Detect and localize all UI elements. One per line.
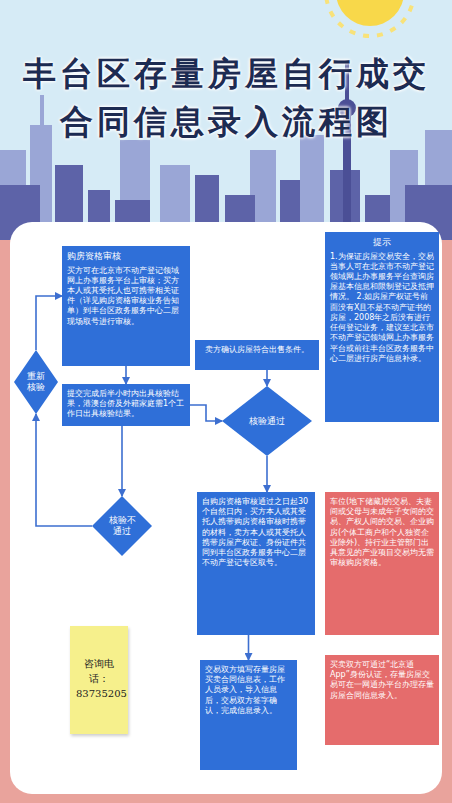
diamond-shape <box>14 350 58 414</box>
sky <box>0 0 452 250</box>
flow-arrow <box>125 366 127 384</box>
box-heading: 购房资格审核 <box>67 251 185 263</box>
decision-diamond: 核验不通过 <box>92 496 152 556</box>
box-heading: 提示 <box>330 237 434 249</box>
flow-arrow <box>248 635 250 660</box>
box-text: 重新核验 <box>26 371 46 392</box>
box-text: 1.为保证房屋交易安全，交易当事人可在北京市不动产登记领域网上办事服务平台查询房… <box>330 252 434 365</box>
process-box: 交易双方填写存量房屋买卖合同信息表，工作人员录入，导入信息后，交易双方签字确认，… <box>200 660 297 770</box>
box-text: 核验不通过 <box>108 515 136 536</box>
diamond-shape <box>222 386 312 456</box>
flow-arrow <box>190 405 222 421</box>
flow-arrow <box>36 296 62 350</box>
diamond-shape <box>92 496 152 556</box>
flow-arrow <box>36 414 92 526</box>
box-text: 买方可在北京市不动产登记领域网上办事服务平台上审核；买方本人或其受托人也可携带相… <box>67 266 185 327</box>
box-text: 卖方确认房屋符合出售条件。 <box>200 345 314 355</box>
process-box: 自购房资格审核通过之日起30个自然日内，买方本人或其受托人携带购房资格审核时携带… <box>197 492 315 635</box>
tip-box: 提示 1.为保证房屋交易安全，交易当事人可在北京市不动产登记领域网上办事服务平台查… <box>325 232 439 422</box>
process-box: 卖方确认房屋符合出售条件。 <box>195 340 319 370</box>
box-text: 核验通过 <box>242 416 292 427</box>
box-text: 买卖双方可通过“北京通 App”身份认证，存量房屋交易可在一网通办平台办理存量房… <box>330 660 434 701</box>
box-text: 车位(地下储藏)的交易、夫妻间或父母与未成年子女间的交易、产权人间的交易、企业购… <box>330 497 434 569</box>
box-text: 交易双方填写存量房屋买卖合同信息表，工作人员录入，导入信息后，交易双方签字确认，… <box>205 665 292 716</box>
decision-diamond: 核验通过 <box>222 386 312 456</box>
page-title: 丰台区存量房屋自行成交 合同信息录入流程图 <box>6 50 446 146</box>
flow-arrow <box>266 456 268 492</box>
white-panel <box>10 222 442 794</box>
note-box: 车位(地下储藏)的交易、夫妻间或父母与未成年子女间的交易、产权人间的交易、企业购… <box>325 492 439 635</box>
flow-arrow <box>121 426 123 496</box>
decision-diamond: 重新核验 <box>14 350 58 414</box>
box-text: 提交完成后半小时内出具核验结果，港澳台侨及外籍家庭需1个工作日出具核验结果。 <box>67 389 185 420</box>
sun <box>326 0 414 36</box>
flow-arrow <box>266 370 268 386</box>
process-box: 提交完成后半小时内出具核验结果，港澳台侨及外籍家庭需1个工作日出具核验结果。 <box>62 384 190 426</box>
process-box: 购房资格审核买方可在北京市不动产登记领域网上办事服务平台上审核；买方本人或其受托… <box>62 246 190 366</box>
sticky-note: 咨询电话：83735205 <box>70 626 128 734</box>
note-box: 买卖双方可通过“北京通 App”身份认证，存量房屋交易可在一网通办平台办理存量房… <box>325 655 439 745</box>
box-text: 自购房资格审核通过之日起30个自然日内，买方本人或其受托人携带购房资格审核时携带… <box>202 497 310 569</box>
box-text: 咨询电话：83735205 <box>76 656 122 701</box>
